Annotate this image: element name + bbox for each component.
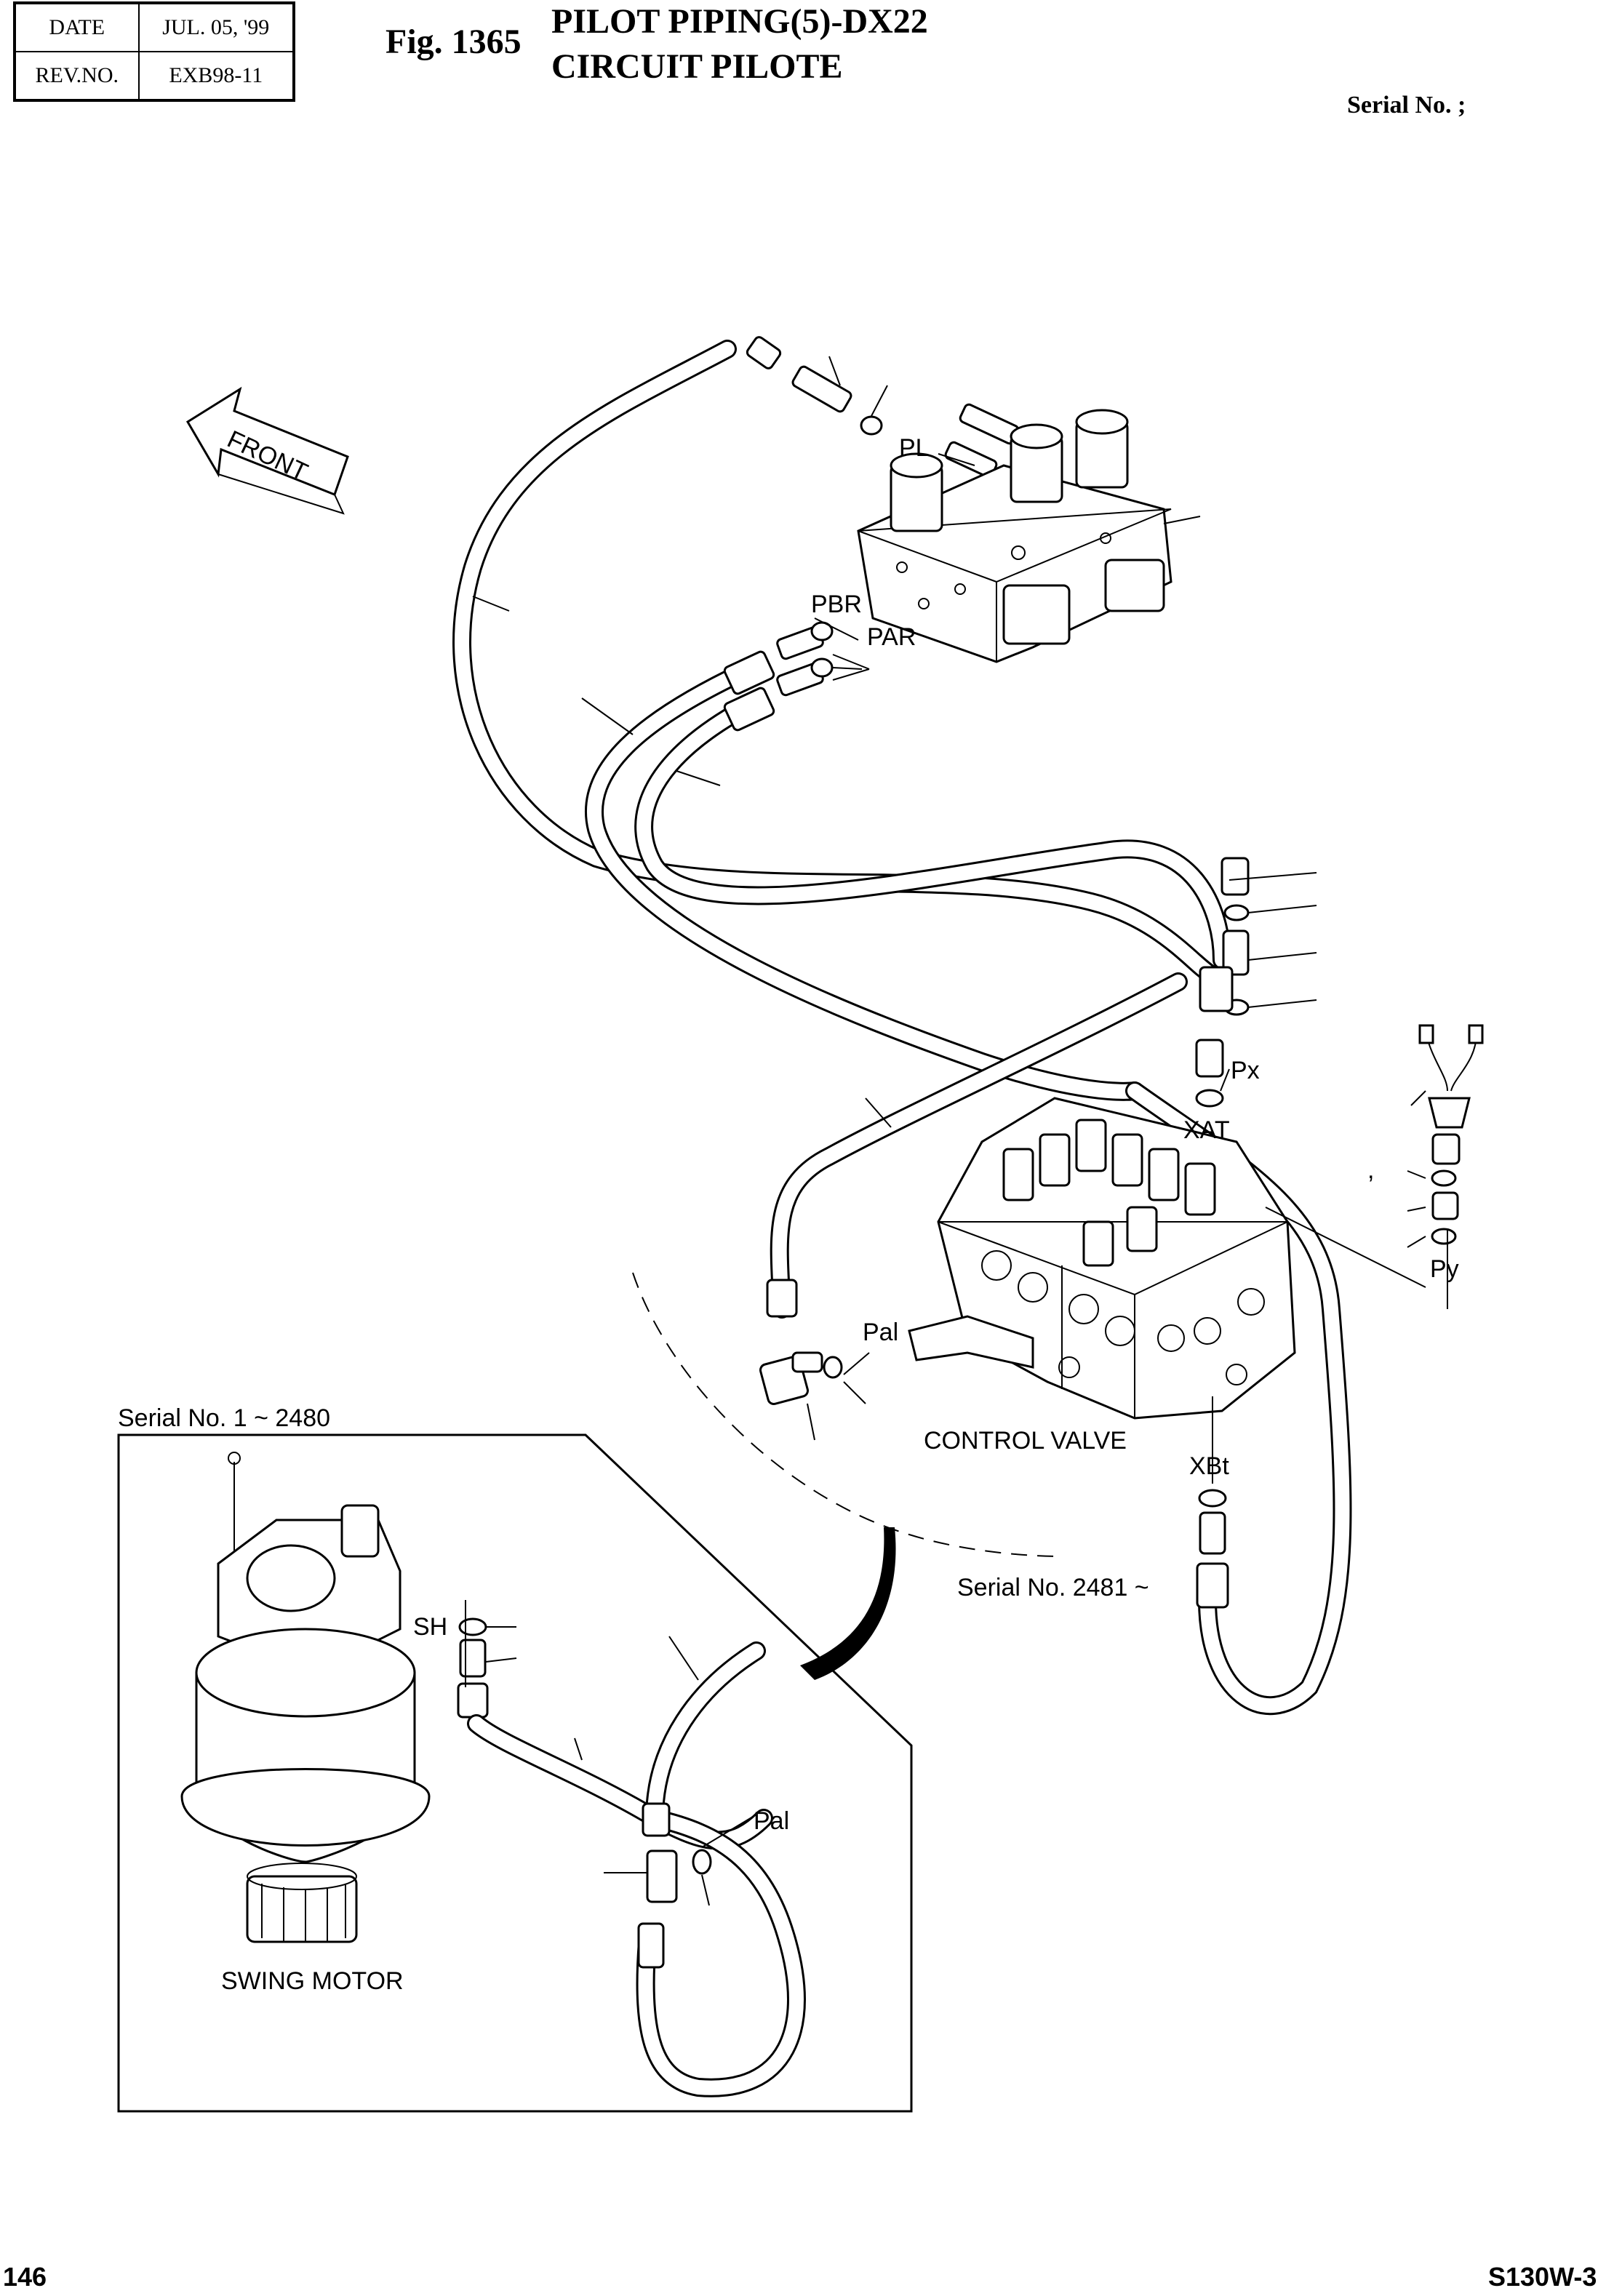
spool-caps: [1002, 1119, 1216, 1267]
control-valve-body: [908, 1097, 1296, 1420]
valve-ports: [981, 1250, 1265, 1385]
label-sh: SH: [413, 1613, 447, 1641]
title-french: CIRCUIT PILOTE: [551, 47, 843, 86]
page-number: 146: [3, 2262, 47, 2292]
inset-pointer: [800, 1527, 896, 1680]
swing-motor-icon: [180, 1452, 431, 1943]
label-px: Px: [1231, 1057, 1260, 1084]
xbt-fittings: [1196, 1489, 1229, 1609]
serial-header: Serial No. ;: [1347, 92, 1466, 119]
figure-number: Fig. 1365: [385, 23, 522, 61]
rev-label: REV.NO.: [14, 51, 140, 101]
label-pal-inset: Pal: [754, 1807, 789, 1835]
revision-table: DATE JUL. 05, '99 REV.NO. EXB98-11: [13, 1, 295, 102]
label-pl: PL: [899, 434, 930, 462]
pal-fitting: [759, 1279, 843, 1405]
label-xat: XAT: [1183, 1116, 1230, 1144]
front-arrow-icon: FRONT: [185, 386, 349, 515]
label-control-valve: CONTROL VALVE: [924, 1427, 1127, 1455]
sh-fittings: [457, 1617, 489, 1719]
top-fittings: [746, 336, 1020, 479]
pressure-sensor-icon: [1418, 1024, 1484, 1245]
date-value: JUL. 05, '99: [137, 2, 295, 52]
label-swing-motor: SWING MOTOR: [221, 1967, 404, 1995]
rev-value: EXB98-11: [137, 51, 295, 101]
label-serial-main: Serial No. 2481 ~: [957, 1574, 1149, 1601]
pbr-par-fittings: [723, 621, 834, 732]
comma-mark: ,: [1367, 1156, 1374, 1184]
label-py: Py: [1430, 1255, 1459, 1283]
leader-lines: [472, 356, 1448, 1484]
model-code: S130W-3: [1488, 2262, 1597, 2292]
label-par: PAR: [867, 623, 916, 651]
label-serial-inset: Serial No. 1 ~ 2480: [118, 1404, 330, 1432]
inset-swing-motor: [117, 1433, 913, 2113]
title-english: PILOT PIPING(5)-DX22: [551, 2, 928, 41]
label-pbr: PBR: [811, 591, 862, 618]
label-xbt: XBt: [1189, 1452, 1229, 1480]
label-pal-main: Pal: [863, 1319, 898, 1346]
date-label: DATE: [14, 2, 140, 52]
pilot-valve-block: [857, 409, 1172, 663]
